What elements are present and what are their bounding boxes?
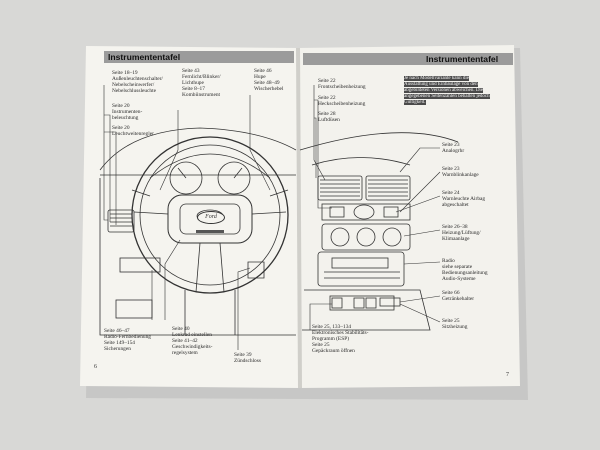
left-leader-lines — [103, 85, 271, 350]
label-windscreen-heating: Seite 22 Frontscheibenheizung — [318, 78, 366, 91]
label-rear-window-heating: Seite 22 Heckscheibenheizung — [318, 95, 366, 108]
label-horn-wipers: Seite 46 Hupe Seite 48–49 Wischerhebel — [254, 68, 284, 93]
label-clock: Seite 23 Analogrhr — [442, 142, 465, 155]
label-climate: Seite 26–38 Heizung/Lüftung/ Klimaanlage — [442, 224, 481, 243]
label-air-vents: Seite 28 Luftdüsen — [318, 111, 340, 124]
variant-note: Je nach Modellvariante kann die Ausstatt… — [404, 76, 492, 106]
label-light-switch: Seite 18–19 Außenleuchtenschalter/ Nebel… — [112, 70, 163, 95]
variant-note-text: Je nach Modellvariante kann die Ausstatt… — [404, 76, 490, 105]
ford-logo-text: Ford — [205, 214, 217, 220]
label-hazard: Seite 23 Warnblinkanlage — [442, 166, 479, 179]
label-seat-heating: Seite 25 Sitzheizung — [442, 318, 468, 331]
left-page-header: Instrumententafel — [108, 52, 181, 62]
label-radio-remote-fuses: Seite 46–47 Radio-Fernbedienung Seite 14… — [104, 328, 152, 353]
left-header-bar — [104, 51, 294, 63]
left-page — [80, 46, 300, 388]
right-page — [298, 45, 520, 388]
right-leader-lines — [309, 85, 441, 330]
ford-logo: Ford — [197, 211, 225, 224]
label-esp-tailgate: Seite 25, 133–134 Elektronisches Stabili… — [312, 324, 369, 355]
right-header-bar — [303, 53, 513, 65]
label-instrument-illumination: Seite 20 Instrumenten- beleuchtung — [112, 103, 143, 122]
label-turn-signal-cluster: Seite 43 Fernlicht/Blinker/ Lichthupe Se… — [182, 68, 221, 99]
left-page-number: 6 — [94, 364, 97, 370]
label-airbag-off: Seite 24 Warnleuchte Airbag abgeschaltet — [442, 190, 486, 209]
right-page-number: 7 — [506, 372, 509, 378]
label-ignition: Seite 39 Zündschloss — [234, 352, 261, 365]
dashboard-left-drawing — [99, 127, 297, 336]
label-headlamp-leveling: Seite 20 Leuchtweitenregler — [112, 125, 154, 138]
label-steering-cruise: Seite 40 Lenkrad einstellen Seite 41–42 … — [172, 326, 213, 357]
label-cupholder: Seite 66 Getränkehalter — [442, 290, 475, 303]
label-radio: Radio siehe separate Bedienungsanleitung… — [442, 258, 488, 283]
right-page-header: Instrumententafel — [426, 54, 499, 64]
